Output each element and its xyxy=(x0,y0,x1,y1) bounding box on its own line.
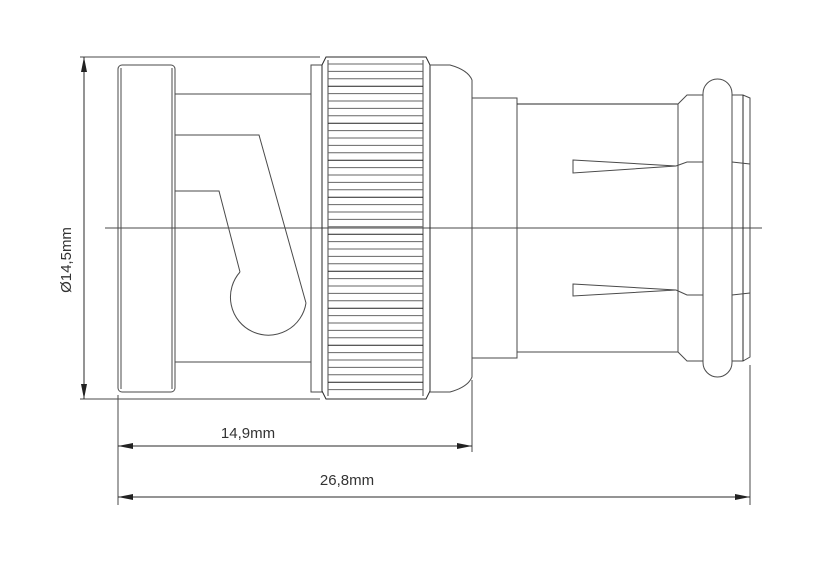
bayonet-slot xyxy=(230,271,307,336)
total-length-label: 26,8mm xyxy=(320,472,374,489)
length-dimensions: 14,9mm 26,8mm xyxy=(117,365,751,505)
diameter-label: Ø14,5mm xyxy=(58,227,75,293)
knurled-nut xyxy=(321,56,431,400)
rear-rings xyxy=(675,78,751,378)
crimp-sleeve xyxy=(517,103,678,353)
diameter-dimension: Ø14,5mm xyxy=(58,56,320,400)
slot-lower xyxy=(572,283,677,297)
bayonet-cap xyxy=(117,64,176,393)
step-ring xyxy=(471,97,518,359)
slot-upper xyxy=(572,159,677,174)
partial-length-label: 14,9mm xyxy=(221,425,275,442)
